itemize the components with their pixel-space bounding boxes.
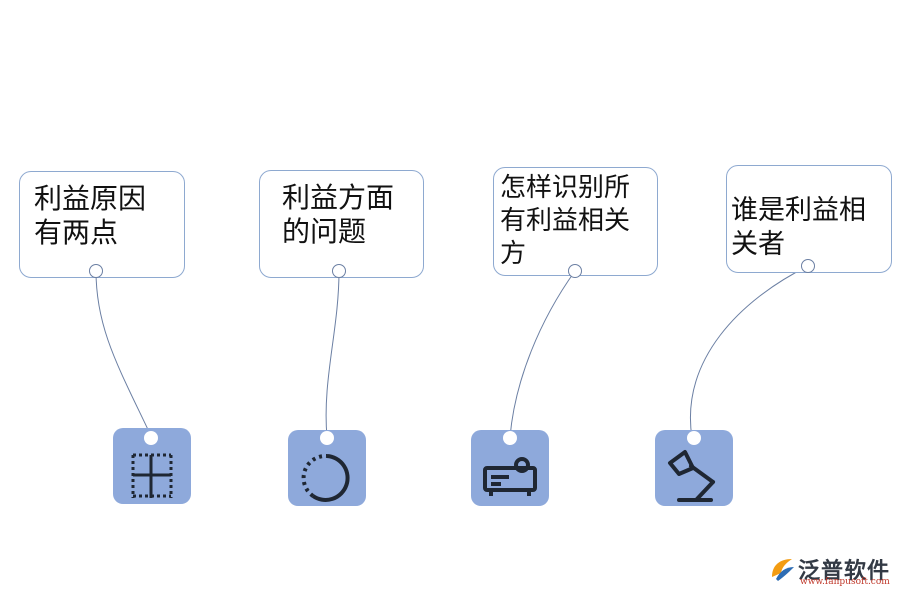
callout-3-line-2: 有利益相关 [500,206,631,236]
fanpu-logo-mark-icon [772,559,794,581]
projector-icon [483,457,537,496]
callout-1-line-1: 利益原因 [34,182,147,215]
tile-3-hook [503,431,517,445]
callout-2-line-1: 利益方面 [282,181,395,214]
callout-1-line-2: 有两点 [34,216,119,249]
callout-box-1: 利益原因 有两点 [19,171,185,278]
connector-2 [325,270,340,438]
brand-name: 泛普软件 [798,559,891,584]
callout-3-line-3: 方 [500,239,527,269]
icon-tile-2 [288,430,366,506]
connector-1 [95,270,153,439]
callout-1-anchor [89,264,103,278]
brand-logo: 泛普软件 www.fanpusoft.com [768,553,892,589]
callout-2-anchor [332,264,346,278]
icon-tile-4 [655,430,733,506]
brand-url: www.fanpusoft.com [800,577,890,587]
callout-4-line-1: 谁是利益相 [731,195,866,226]
callout-3-anchor [568,264,582,278]
callout-4-line-2: 关者 [731,229,785,260]
callout-2-line-2: 的问题 [282,215,367,248]
connector-3 [509,270,576,438]
callout-box-3: 怎样识别所 有利益相关 方 [493,167,658,276]
tile-4-hook [687,431,701,445]
tile-2-hook [320,431,334,445]
callout-3-line-1: 怎样识别所 [500,173,631,203]
callout-box-2: 利益方面 的问题 [259,170,424,278]
icon-tile-1 [113,428,191,504]
connector-4 [690,265,809,439]
dashed-circle-icon [301,453,350,502]
tile-1-hook [144,431,158,445]
icon-tile-3 [471,430,549,506]
grid-dashed-icon [131,453,173,498]
callout-box-4: 谁是利益相 关者 [726,165,892,273]
callout-4-anchor [801,259,815,273]
desk-lamp-icon [668,450,715,502]
